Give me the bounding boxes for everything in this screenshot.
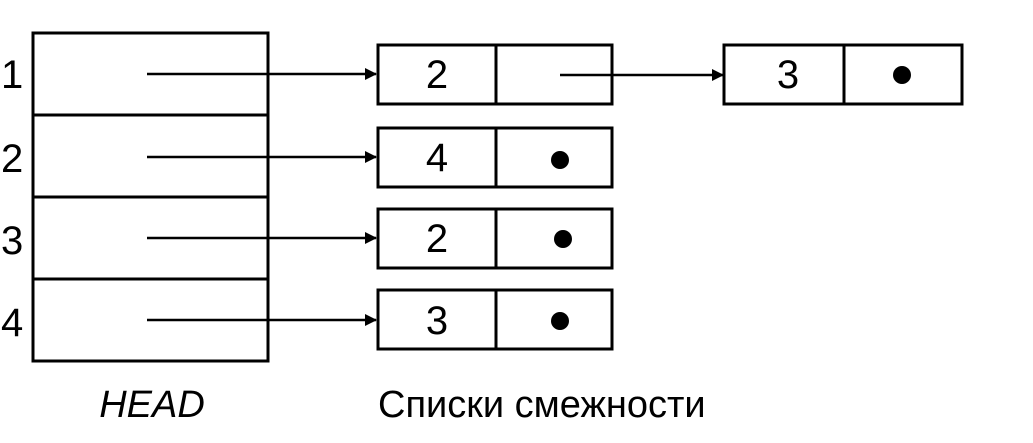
list-node-value: 2 [426,217,448,261]
list-node-value: 3 [777,53,799,97]
null-pointer-dot [554,230,572,248]
list-node: 2 [376,207,614,270]
row-index-2: 2 [1,137,23,181]
null-pointer-dot [551,151,569,169]
list-node-value: 2 [426,53,448,97]
null-pointer-dot [551,312,569,330]
list-node: 3 [376,288,614,351]
list-node-value: 3 [426,299,448,343]
row-index-3: 3 [1,219,23,263]
list-node: 3 [722,43,964,106]
adjacency-lists-caption: Списки смежности [378,384,706,426]
row-index-4: 4 [1,301,23,345]
list-node-value: 4 [426,136,448,180]
null-pointer-dot [893,66,911,84]
head-array [31,31,270,363]
head-caption: HEAD [99,384,205,426]
row-index-1: 1 [1,53,23,97]
list-node: 4 [376,126,614,189]
